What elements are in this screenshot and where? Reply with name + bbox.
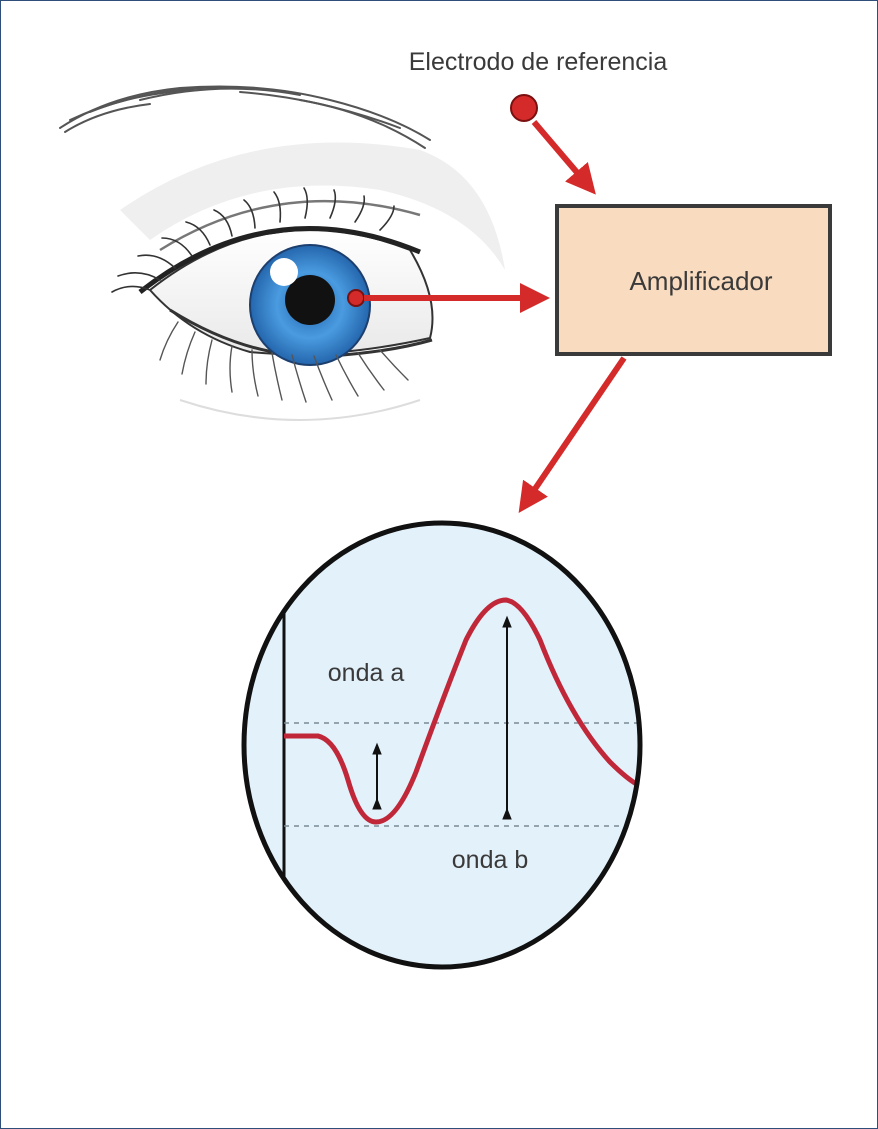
wave-a-label: onda a: [328, 659, 405, 687]
eye-illustration-icon: [60, 87, 505, 421]
eyebrow: [60, 87, 430, 149]
signal-arrow-reference-to-amplifier: [534, 122, 592, 190]
signal-arrow-amplifier-to-scope: [522, 358, 624, 508]
reference-electrode-icon: [511, 95, 537, 121]
reference-electrode-label: Electrodo de referencia: [409, 48, 668, 76]
recording-display: onda a onda b: [244, 523, 640, 967]
corneal-electrode-icon: [348, 290, 364, 306]
amplifier-label: Amplificador: [629, 266, 772, 296]
wave-b-label: onda b: [452, 846, 528, 874]
